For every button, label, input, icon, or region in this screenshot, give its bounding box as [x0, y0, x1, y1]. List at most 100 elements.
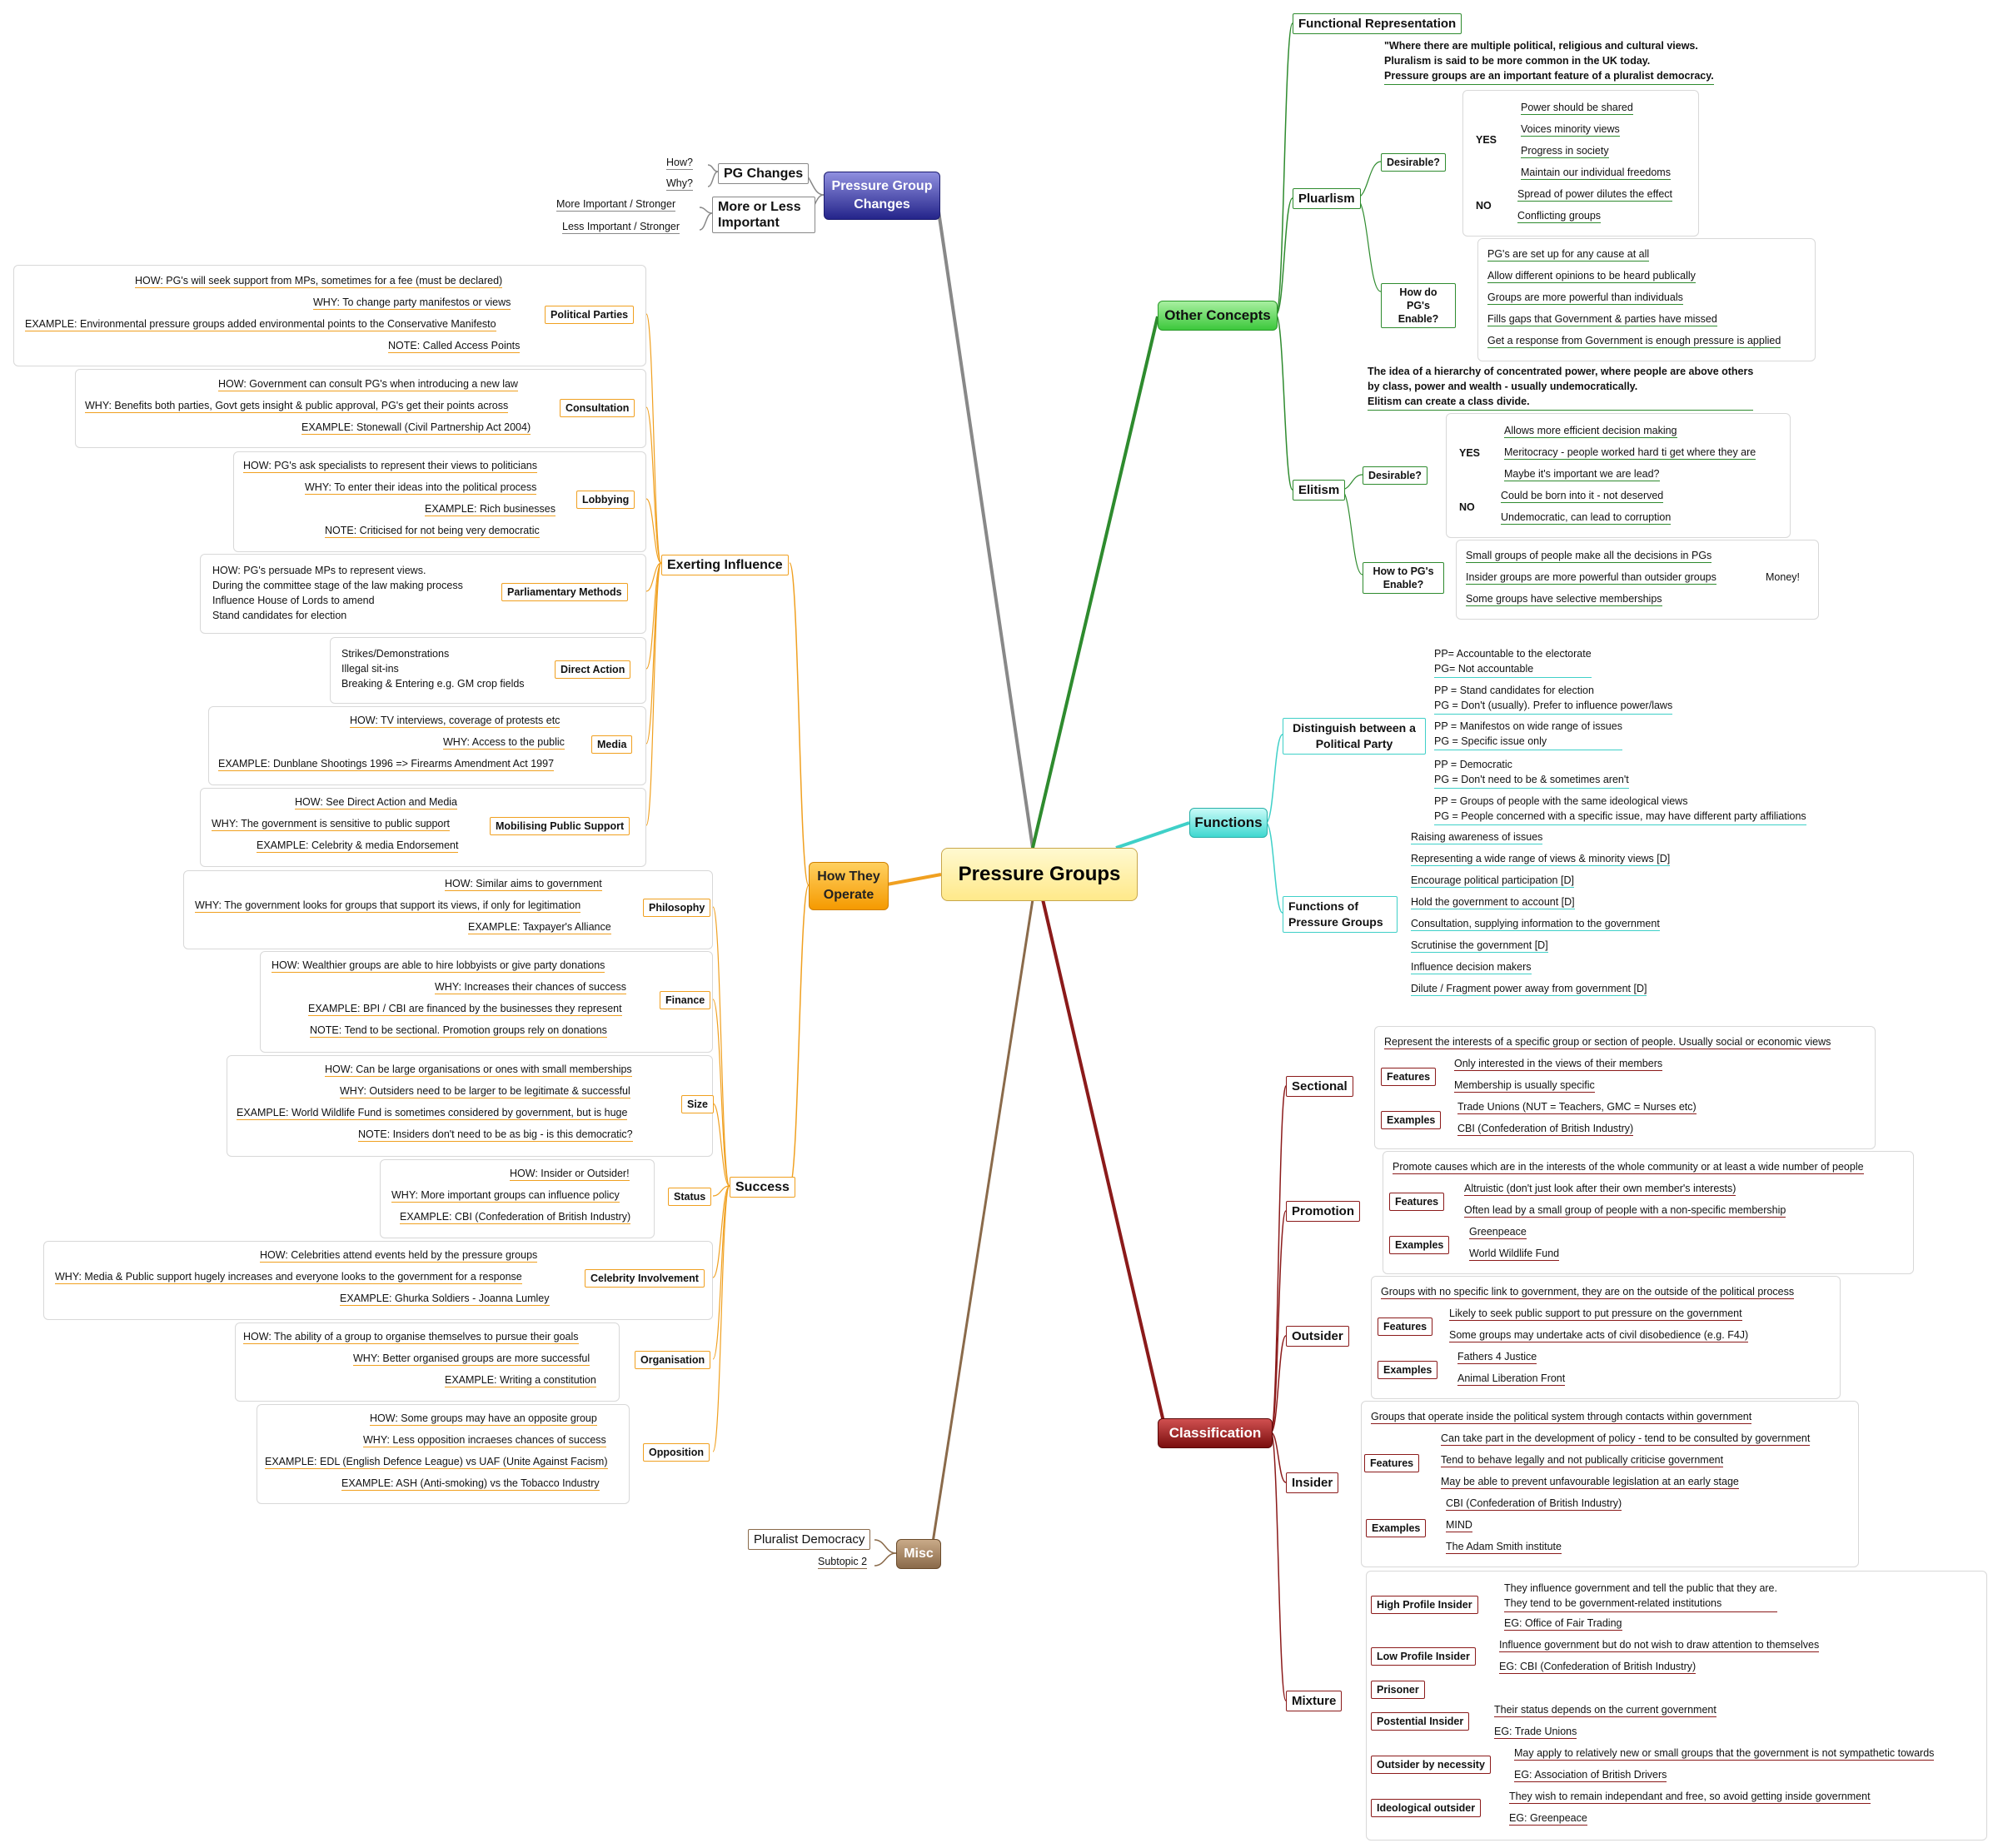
topic-functions[interactable]: Functions [1189, 808, 1268, 838]
leaf-celebrity-2[interactable]: EXAMPLE: Ghurka Soldiers - Joanna Lumley [340, 1293, 550, 1306]
node-status[interactable]: Status [668, 1188, 712, 1206]
node-outsider-by-necessity[interactable]: Outsider by necessity [1371, 1756, 1491, 1774]
node-opposition[interactable]: Opposition [643, 1443, 710, 1462]
leaf-consultation-2[interactable]: EXAMPLE: Stonewall (Civil Partnership Ac… [301, 421, 531, 435]
leaf-status-0[interactable]: HOW: Insider or Outsider! [510, 1168, 630, 1181]
leaf-function-7[interactable]: Dilute / Fragment power away from govern… [1411, 983, 1647, 996]
leaf-ideological-0[interactable]: They wish to remain independant and free… [1509, 1791, 1871, 1804]
node-promotion-features[interactable]: Features [1389, 1193, 1445, 1211]
node-parliamentary-methods[interactable]: Parliamentary Methods [501, 583, 628, 601]
leaf-sectional-feature-1[interactable]: Membership is usually specific [1454, 1079, 1595, 1093]
leaf-elit-enable-2[interactable]: Some groups have selective memberships [1466, 593, 1662, 606]
leaf-philosophy-1[interactable]: WHY: The government looks for groups tha… [195, 899, 581, 913]
node-consultation[interactable]: Consultation [560, 399, 635, 417]
node-philosophy[interactable]: Philosophy [643, 899, 711, 917]
node-insider-features[interactable]: Features [1364, 1454, 1420, 1472]
node-lobbying[interactable]: Lobbying [576, 491, 635, 509]
leaf-insider-def[interactable]: Groups that operate inside the political… [1371, 1411, 1752, 1424]
leaf-parliamentary-text[interactable]: HOW: PG's persuade MPs to represent view… [212, 565, 463, 621]
leaf-function-4[interactable]: Consultation, supplying information to t… [1411, 918, 1660, 931]
leaf-promotion-example-1[interactable]: World Wildlife Fund [1469, 1248, 1560, 1261]
leaf-size-2[interactable]: EXAMPLE: World Wildlife Fund is sometime… [237, 1107, 628, 1120]
leaf-lobbying-1[interactable]: WHY: To enter their ideas into the polit… [305, 481, 537, 495]
leaf-insider-example-2[interactable]: The Adam Smith institute [1446, 1541, 1562, 1554]
text-elitism-definition[interactable]: The idea of a hierarchy of concentrated … [1368, 364, 1754, 411]
node-insider[interactable]: Insider [1286, 1472, 1339, 1493]
leaf-insider-feature-2[interactable]: May be able to prevent unfavourable legi… [1441, 1476, 1739, 1489]
node-how-to-pgs-enable[interactable]: How to PG's Enable? [1363, 562, 1444, 594]
leaf-finance-3[interactable]: NOTE: Tend to be sectional. Promotion gr… [310, 1024, 607, 1038]
leaf-elit-enable-1[interactable]: Insider groups are more powerful than ou… [1466, 571, 1716, 585]
node-how-do-pgs-enable[interactable]: How do PG's Enable? [1381, 283, 1456, 328]
leaf-direct-action-text[interactable]: Strikes/Demonstrations Illegal sit-ins B… [341, 648, 525, 690]
node-outsider-examples[interactable]: Examples [1378, 1361, 1438, 1379]
leaf-elit-enable-0[interactable]: Small groups of people make all the deci… [1466, 550, 1712, 563]
leaf-distinguish-0[interactable]: PP= Accountable to the electorate PG= No… [1434, 646, 1592, 678]
leaf-lobbying-2[interactable]: EXAMPLE: Rich businesses [425, 503, 556, 516]
leaf-less-important[interactable]: Less Important / Stronger [562, 221, 680, 234]
leaf-opposition-2[interactable]: EXAMPLE: EDL (English Defence League) vs… [265, 1456, 608, 1469]
leaf-outsider-feature-0[interactable]: Likely to seek public support to put pre… [1449, 1308, 1742, 1321]
leaf-necessity-0[interactable]: May apply to relatively new or small gro… [1514, 1747, 1935, 1761]
leaf-size-3[interactable]: NOTE: Insiders don't need to be as big -… [358, 1128, 633, 1142]
node-pluralist-democracy[interactable]: Pluralist Democracy [748, 1529, 871, 1550]
leaf-how[interactable]: How? [666, 157, 693, 170]
leaf-function-2[interactable]: Encourage political participation [D] [1411, 874, 1574, 888]
node-finance[interactable]: Finance [660, 991, 711, 1009]
leaf-outsider-def[interactable]: Groups with no specific link to governme… [1381, 1286, 1795, 1299]
leaf-mobilising-0[interactable]: HOW: See Direct Action and Media [295, 796, 457, 809]
leaf-political-parties-2[interactable]: EXAMPLE: Environmental pressure groups a… [25, 318, 496, 331]
leaf-elit-yes-1[interactable]: Meritocracy - people worked hard ti get … [1504, 446, 1756, 460]
leaf-ideological-1[interactable]: EG: Greenpeace [1509, 1812, 1587, 1826]
leaf-finance-0[interactable]: HOW: Wealthier groups are able to hire l… [272, 959, 605, 973]
node-more-or-less-important[interactable]: More or Less Important [712, 197, 815, 233]
leaf-insider-example-0[interactable]: CBI (Confederation of British Industry) [1446, 1497, 1622, 1511]
node-pg-changes[interactable]: PG Changes [718, 163, 810, 184]
leaf-plur-yes-3[interactable]: Maintain our individual freedoms [1521, 167, 1671, 180]
node-mobilising-public-support[interactable]: Mobilising Public Support [490, 817, 630, 835]
leaf-celebrity-0[interactable]: HOW: Celebrities attend events held by t… [260, 1249, 538, 1263]
leaf-philosophy-0[interactable]: HOW: Similar aims to government [445, 878, 602, 891]
node-sectional-examples[interactable]: Examples [1381, 1111, 1442, 1129]
node-elitism[interactable]: Elitism [1293, 480, 1346, 501]
node-political-parties[interactable]: Political Parties [545, 306, 635, 324]
node-celebrity-involvement[interactable]: Celebrity Involvement [585, 1269, 705, 1288]
leaf-opposition-3[interactable]: EXAMPLE: ASH (Anti-smoking) vs the Tobac… [341, 1477, 600, 1491]
topic-pressure-group-changes[interactable]: Pressure Group Changes [824, 172, 940, 220]
leaf-high-profile-0[interactable]: They influence government and tell the p… [1504, 1581, 1777, 1612]
node-elit-desirable[interactable]: Desirable? [1363, 466, 1427, 485]
leaf-function-0[interactable]: Raising awareness of issues [1411, 831, 1543, 844]
node-distinguish-political-party[interactable]: Distinguish between a Political Party [1283, 718, 1426, 755]
leaf-necessity-1[interactable]: EG: Association of British Drivers [1514, 1769, 1667, 1782]
leaf-promotion-feature-0[interactable]: Altruistic (don't just look after their … [1464, 1183, 1736, 1196]
leaf-lobbying-0[interactable]: HOW: PG's ask specialists to represent t… [243, 460, 537, 473]
leaf-promotion-def[interactable]: Promote causes which are in the interest… [1393, 1161, 1864, 1174]
node-sectional[interactable]: Sectional [1286, 1076, 1353, 1097]
leaf-subtopic-2[interactable]: Subtopic 2 [818, 1556, 868, 1569]
leaf-plur-enable-1[interactable]: Allow different opinions to be heard pub… [1487, 270, 1696, 283]
node-pluralism[interactable]: Pluarlism [1293, 188, 1361, 209]
topic-how-they-operate[interactable]: How They Operate [809, 862, 889, 910]
leaf-function-3[interactable]: Hold the government to account [D] [1411, 896, 1575, 909]
node-plur-desirable[interactable]: Desirable? [1381, 153, 1446, 172]
leaf-distinguish-3[interactable]: PP = Democratic PG = Don't need to be & … [1434, 757, 1629, 789]
leaf-sectional-feature-0[interactable]: Only interested in the views of their me… [1454, 1058, 1663, 1071]
leaf-elit-no-1[interactable]: Undemocratic, can lead to corruption [1501, 511, 1672, 525]
leaf-media-1[interactable]: WHY: Access to the public [443, 736, 565, 750]
node-prisoner[interactable]: Prisoner [1371, 1681, 1425, 1699]
leaf-media-0[interactable]: HOW: TV interviews, coverage of protests… [350, 715, 561, 728]
leaf-mobilising-1[interactable]: WHY: The government is sensitive to publ… [212, 818, 451, 831]
leaf-opposition-1[interactable]: WHY: Less opposition incraeses chances o… [363, 1434, 606, 1447]
leaf-political-parties-0[interactable]: HOW: PG's will seek support from MPs, so… [135, 275, 503, 288]
node-sectional-features[interactable]: Features [1381, 1068, 1437, 1086]
leaf-plur-no-1[interactable]: Conflicting groups [1517, 210, 1602, 223]
leaf-status-2[interactable]: EXAMPLE: CBI (Confederation of British I… [400, 1211, 631, 1224]
leaf-elit-yes-0[interactable]: Allows more efficient decision making [1504, 425, 1677, 438]
topic-misc[interactable]: Misc [896, 1539, 941, 1569]
node-potential-insider[interactable]: Postential Insider [1371, 1712, 1470, 1731]
topic-other-concepts[interactable]: Other Concepts [1158, 301, 1278, 331]
leaf-promotion-feature-1[interactable]: Often lead by a small group of people wi… [1464, 1204, 1786, 1218]
leaf-distinguish-2[interactable]: PP = Manifestos on wide range of issues … [1434, 719, 1622, 750]
leaf-low-profile-0[interactable]: Influence government but do not wish to … [1499, 1639, 1820, 1652]
leaf-celebrity-1[interactable]: WHY: Media & Public support hugely incre… [55, 1271, 522, 1284]
